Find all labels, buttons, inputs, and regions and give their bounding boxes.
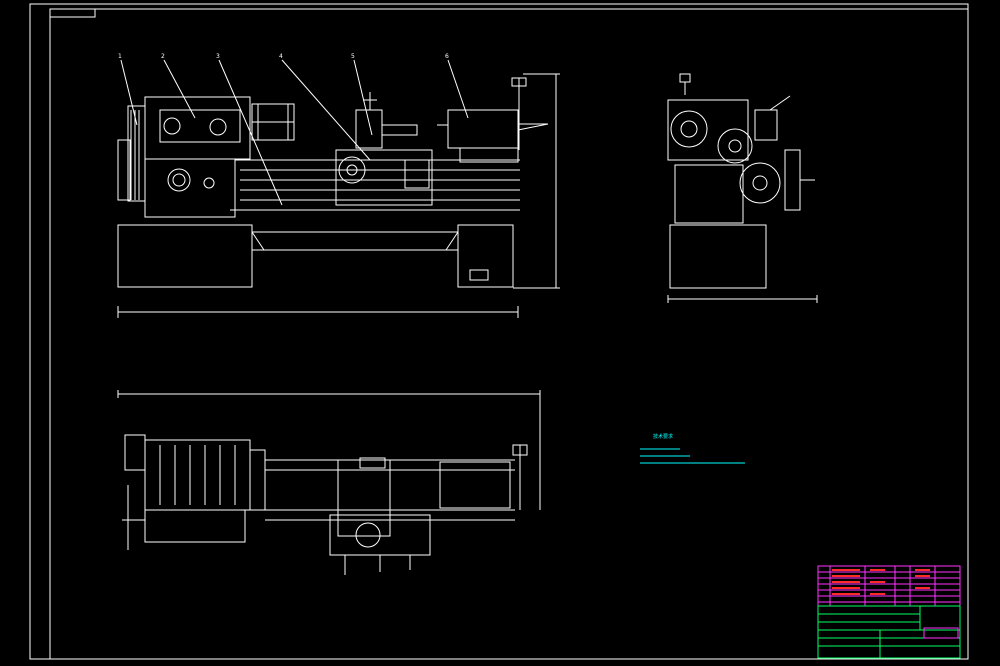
bed-ways — [230, 159, 520, 211]
side-lever — [679, 73, 691, 95]
plan-apron-levers — [344, 555, 411, 575]
side-tool-post — [754, 109, 778, 141]
plan-handle-left — [122, 485, 145, 550]
leader-3 — [218, 59, 283, 206]
leader-5 — [353, 59, 373, 136]
plan-gearbox — [144, 509, 246, 543]
dim-length-front — [117, 306, 519, 318]
notes-heading: 技术要求 — [653, 433, 673, 440]
title-block — [817, 565, 961, 659]
cross-slide — [381, 124, 418, 136]
side-tool-handle — [769, 95, 791, 111]
side-cabinet-upper — [674, 164, 744, 224]
pulley-lines — [130, 110, 140, 200]
dim-width-side — [667, 295, 818, 303]
side-view — [667, 73, 818, 303]
carriage-apron — [335, 149, 433, 206]
leader-1 — [120, 59, 138, 126]
base-door — [469, 269, 489, 281]
tailstock-lower — [459, 147, 519, 163]
side-gear-1 — [670, 110, 708, 148]
headstock-dial-1 — [163, 117, 181, 135]
handwheel-carriage — [338, 156, 366, 184]
inner-border — [49, 8, 969, 660]
plan-carriage-top — [359, 457, 386, 469]
dim-length-plan — [117, 390, 541, 510]
leader-2 — [163, 59, 196, 119]
side-cabinet-base — [669, 224, 767, 289]
tool-post-handle — [363, 92, 377, 110]
leader-label: 1 — [118, 53, 122, 60]
note-text-lines — [640, 448, 745, 464]
leader-4 — [281, 59, 371, 161]
pulley-guard — [127, 105, 146, 202]
leader-labels: 1 2 3 4 5 6 — [118, 53, 449, 60]
headstock-panel — [159, 109, 241, 143]
plan-gear-train — [159, 445, 236, 505]
gearbox-wheel — [167, 168, 191, 192]
leader-label: 6 — [445, 53, 449, 60]
gearbox-wheel-hub — [172, 173, 186, 187]
side-gear-2 — [717, 128, 753, 164]
plan-pulley — [124, 434, 146, 471]
parts-list-rows — [818, 571, 960, 603]
parts-list-entries — [832, 569, 930, 595]
front-view — [117, 59, 560, 318]
gearbox-knob — [203, 177, 215, 189]
technical-notes: 技术要求 — [640, 433, 745, 464]
drawing-frame — [29, 3, 969, 660]
bed-base-left — [117, 224, 253, 288]
plan-tailstock-lever — [512, 444, 528, 510]
plan-chuck — [249, 449, 266, 511]
plan-view — [117, 390, 541, 575]
plan-carriage — [337, 459, 391, 537]
chuck-jaws — [252, 104, 294, 140]
handwheel-hub — [346, 164, 358, 176]
leader-label: 2 — [161, 53, 165, 60]
side-headstock — [667, 99, 749, 161]
side-gear-3 — [739, 162, 781, 204]
tailstock-lever — [511, 77, 527, 150]
side-gear-2-hub — [728, 139, 742, 153]
apron-controls — [404, 159, 430, 189]
belt-cover — [117, 139, 131, 201]
title-block-grid — [818, 606, 960, 658]
leader-label: 4 — [279, 53, 283, 60]
leader-label: 5 — [351, 53, 355, 60]
plan-apron-wheel — [355, 522, 381, 548]
tailstock-quill — [517, 123, 549, 131]
dim-height-front — [513, 73, 560, 289]
leader-label: 3 — [216, 53, 220, 60]
corner-code-box — [49, 8, 96, 18]
title-box — [923, 627, 959, 639]
plan-tailstock — [439, 461, 511, 509]
bed-base-right — [457, 224, 514, 288]
headstock-dial-2 — [209, 118, 227, 136]
parts-list-columns — [829, 566, 936, 606]
side-gear-1-hub — [680, 120, 698, 138]
leader-6 — [447, 59, 469, 119]
title-block-frame — [817, 605, 961, 659]
bed-base-middle — [251, 231, 459, 251]
side-gear-3-hub — [752, 175, 768, 191]
